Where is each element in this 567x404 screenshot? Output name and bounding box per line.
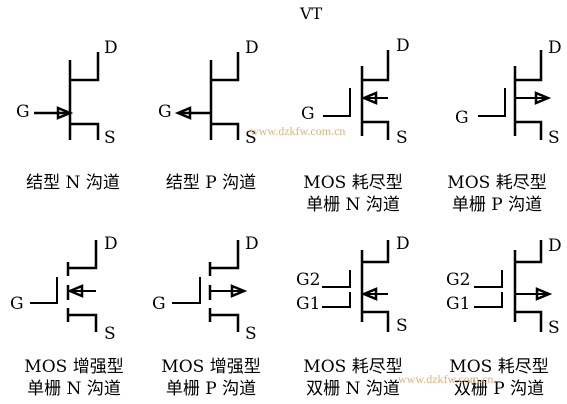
caption-mos-depletion-dual-p: MOS 耗尽型 双栅 P 沟道 xyxy=(434,356,564,400)
caption-mos-depletion-p: MOS 耗尽型 单栅 P 沟道 xyxy=(432,172,562,216)
caption-line: 双栅 N 沟道 xyxy=(306,379,400,399)
jfet-n-symbol xyxy=(34,52,100,140)
caption-line: MOS 耗尽型 xyxy=(303,357,403,377)
caption-line: 单栅 N 沟道 xyxy=(306,195,400,215)
pin-label-s: S xyxy=(104,128,116,148)
pin-label-g1: G1 xyxy=(446,294,471,314)
pin-label-d: D xyxy=(396,234,410,254)
pin-label-g: G xyxy=(301,104,315,124)
mos-depletion-dual-p-symbol xyxy=(474,240,553,332)
watermark: www.dzkfw.com.cn xyxy=(398,372,494,386)
caption-mos-enhancement-p: MOS 增强型 单栅 P 沟道 xyxy=(146,356,276,400)
pin-label-s: S xyxy=(548,318,560,338)
pin-label-g2: G2 xyxy=(296,270,321,290)
caption-mos-depletion-dual-n: MOS 耗尽型 双栅 N 沟道 xyxy=(288,356,418,400)
caption-line: MOS 耗尽型 xyxy=(449,357,549,377)
pin-label-s: S xyxy=(396,128,408,148)
mos-depletion-dual-n-symbol xyxy=(322,240,390,332)
jfet-p-symbol xyxy=(174,52,240,140)
pin-label-d: D xyxy=(245,234,259,254)
pin-label-s: S xyxy=(245,324,257,344)
mos-enhancement-p-symbol xyxy=(172,240,248,332)
pin-label-g: G xyxy=(455,108,469,128)
caption-line: 结型 P 沟道 xyxy=(165,173,257,193)
caption-line: 结型 N 沟道 xyxy=(26,173,120,193)
pin-label-g: G xyxy=(16,102,30,122)
mos-enhancement-n-symbol xyxy=(30,240,98,332)
caption-line: 双栅 P 沟道 xyxy=(453,379,545,399)
caption-jfet-n: 结型 N 沟道 xyxy=(8,172,138,194)
pin-label-s: S xyxy=(396,316,408,336)
pin-label-d: D xyxy=(396,36,410,56)
pin-label-g: G xyxy=(10,294,24,314)
pin-label-s: S xyxy=(548,128,560,148)
caption-line: MOS 增强型 xyxy=(24,357,124,377)
caption-line: MOS 增强型 xyxy=(161,357,261,377)
caption-line: 单栅 N 沟道 xyxy=(27,379,121,399)
pin-label-g1: G1 xyxy=(296,294,321,314)
pin-label-d: D xyxy=(548,236,562,256)
pin-label-s: S xyxy=(104,324,116,344)
pin-label-d: D xyxy=(104,38,118,58)
diagram-title: VT xyxy=(300,4,323,23)
pin-label-g: G xyxy=(152,294,166,314)
caption-line: MOS 耗尽型 xyxy=(303,173,403,193)
pin-label-s: S xyxy=(245,128,257,148)
mos-depletion-p-symbol xyxy=(478,50,552,140)
caption-line: 单栅 P 沟道 xyxy=(451,195,543,215)
caption-mos-enhancement-n: MOS 增强型 单栅 N 沟道 xyxy=(4,356,144,400)
pin-label-d: D xyxy=(104,234,118,254)
pin-label-d: D xyxy=(548,38,562,58)
mos-depletion-n-symbol xyxy=(323,50,390,140)
caption-mos-depletion-n: MOS 耗尽型 单栅 N 沟道 xyxy=(288,172,418,216)
caption-jfet-p: 结型 P 沟道 xyxy=(146,172,276,194)
caption-line: MOS 耗尽型 xyxy=(447,173,547,193)
pin-label-d: D xyxy=(245,38,259,58)
pin-label-g: G xyxy=(158,102,172,122)
caption-line: 单栅 P 沟道 xyxy=(165,379,257,399)
watermark: www.dzkfw.com.cn xyxy=(250,124,346,138)
pin-label-g2: G2 xyxy=(446,270,471,290)
